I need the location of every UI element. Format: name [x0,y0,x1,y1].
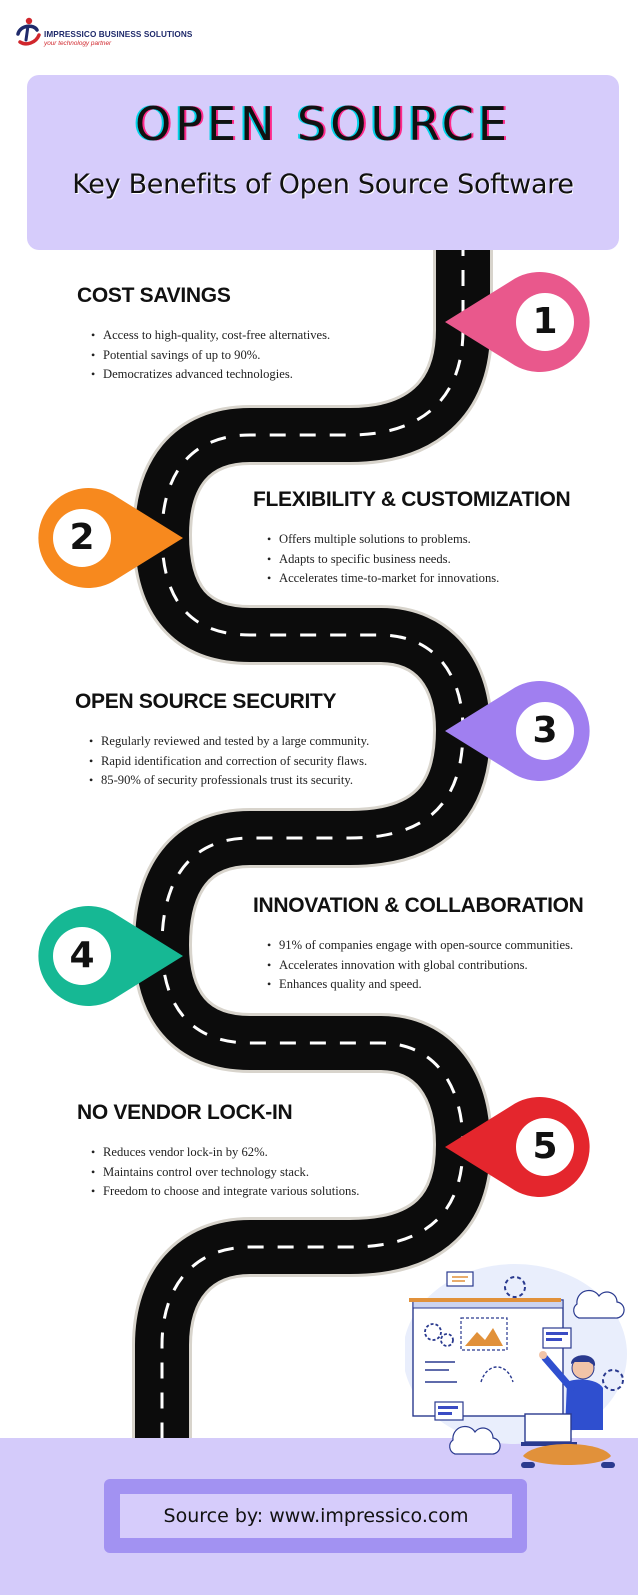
list-item: Rapid identification and correction of s… [89,752,369,772]
source-credit: Source by: www.impressico.com [120,1494,512,1538]
marker-1: 1 [441,272,611,372]
list-item: Accelerates innovation with global contr… [267,956,584,976]
marker-4: 4 [27,906,197,1006]
benefit-title: INNOVATION & COLLABORATION [253,894,584,917]
developer-illustration [405,1264,627,1468]
benefit-points: Offers multiple solutions to problems. A… [253,530,570,589]
benefit-no-vendor-lock-in: NO VENDOR LOCK-IN Reduces vendor lock-in… [77,1101,359,1202]
marker-5: 5 [441,1097,611,1197]
page-title: OPEN SOURCE [135,97,511,151]
benefit-title: NO VENDOR LOCK-IN [77,1101,293,1124]
marker-1-number: 1 [516,293,574,351]
benefit-points: Reduces vendor lock-in by 62%. Maintains… [77,1143,359,1202]
benefit-points: 91% of companies engage with open-source… [253,936,584,995]
company-logo: IMPRESSICO BUSINESS SOLUTIONS your techn… [14,16,214,50]
benefit-cost-savings: COST SAVINGS Access to high-quality, cos… [77,284,330,385]
list-item: Freedom to choose and integrate various … [91,1182,359,1202]
list-item: 91% of companies engage with open-source… [267,936,584,956]
list-item: Enhances quality and speed. [267,975,584,995]
benefit-security: OPEN SOURCE SECURITY Regularly reviewed … [75,690,369,791]
list-item: Access to high-quality, cost-free altern… [91,326,330,346]
road-center-line [160,240,465,1440]
marker-3-number: 3 [516,702,574,760]
logo-figure-icon [16,17,41,46]
list-item: Reduces vendor lock-in by 62%. [91,1143,359,1163]
benefit-title: FLEXIBILITY & CUSTOMIZATION [253,488,571,511]
list-item: Maintains control over technology stack. [91,1163,359,1183]
benefit-title: COST SAVINGS [77,284,231,307]
marker-2: 2 [27,488,197,588]
logo-tagline: your technology partner [44,40,112,47]
benefit-innovation: INNOVATION & COLLABORATION 91% of compan… [253,894,584,995]
list-item: Potential savings of up to 90%. [91,346,330,366]
list-item: Adapts to specific business needs. [267,550,570,570]
marker-3: 3 [441,681,611,781]
list-item: Democratizes advanced technologies. [91,365,330,385]
list-item: Offers multiple solutions to problems. [267,530,570,550]
list-item: Regularly reviewed and tested by a large… [89,732,369,752]
list-item: 85-90% of security professionals trust i… [89,771,369,791]
marker-5-number: 5 [516,1118,574,1176]
benefit-points: Access to high-quality, cost-free altern… [77,326,330,385]
marker-2-number: 2 [53,509,111,567]
benefit-flexibility: FLEXIBILITY & CUSTOMIZATION Offers multi… [253,488,571,589]
marker-4-number: 4 [53,927,111,985]
benefit-points: Regularly reviewed and tested by a large… [75,732,369,791]
page-subtitle: Key Benefits of Open Source Software [72,169,574,200]
benefit-title: OPEN SOURCE SECURITY [75,690,337,713]
logo-company-name: IMPRESSICO BUSINESS SOLUTIONS [44,30,193,39]
header-card: OPEN SOURCE Key Benefits of Open Source … [27,75,619,250]
list-item: Accelerates time-to-market for innovatio… [267,569,570,589]
